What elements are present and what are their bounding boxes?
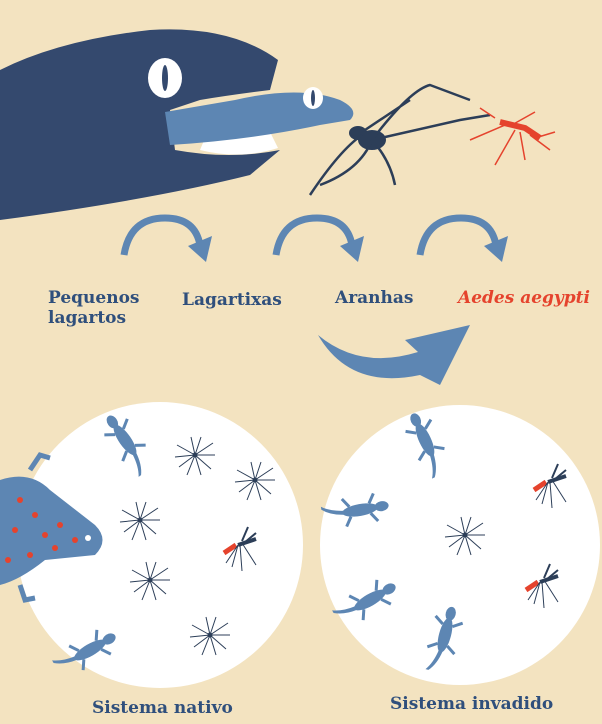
- label-spiders: Aranhas: [335, 288, 413, 308]
- label-aedes-aegypti: Aedes aegypti: [458, 288, 590, 308]
- invaded-system-circle: [320, 405, 600, 685]
- caption-native-system: Sistema nativo: [92, 698, 233, 718]
- caption-invaded-system: Sistema invadido: [390, 694, 553, 714]
- chain-arrow-3: [420, 218, 508, 262]
- label-small-lizards: Pequenos lagartos: [48, 288, 139, 328]
- chain-arrow-1: [124, 218, 212, 262]
- label-geckos: Lagartixas: [182, 290, 282, 310]
- chain-arrow-2: [276, 218, 364, 262]
- big-arrow: [318, 325, 470, 385]
